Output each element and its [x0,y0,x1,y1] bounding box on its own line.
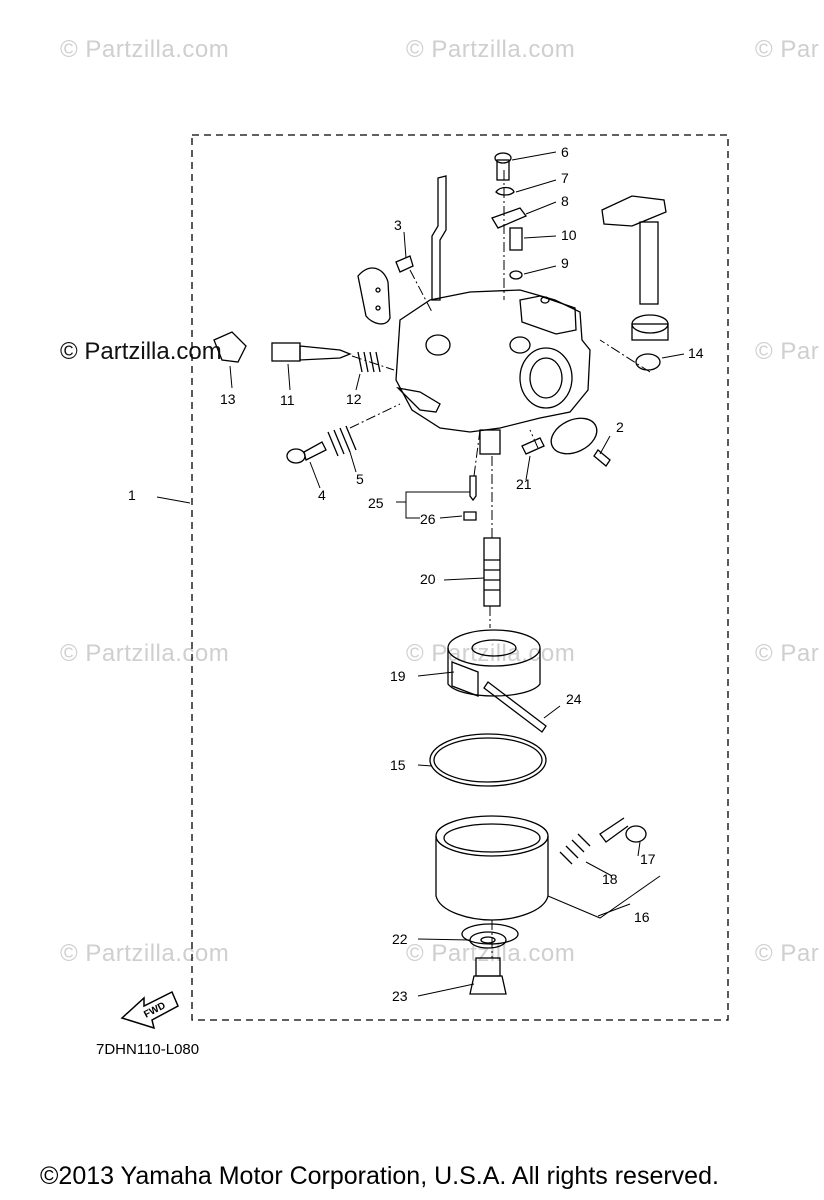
float-bowl-16 [435,815,549,857]
washer-7 [495,186,515,196]
cap-13 [213,331,247,363]
callout-7: 7 [561,170,569,186]
gasket-15 [429,733,547,787]
callout-21: 21 [516,476,532,492]
callout-20: 20 [420,571,436,587]
callout-5: 5 [356,471,364,487]
callout-14: 14 [688,345,704,361]
callout-24: 24 [566,691,582,707]
spring-12 [357,351,381,373]
callout-2: 2 [616,419,624,435]
choke-lever [431,175,447,301]
carburetor-body [395,289,591,433]
screw-17 [625,825,647,843]
watermark: © Partzilla.com [406,640,576,667]
fwd-label: FWD [142,1000,167,1020]
callout-22: 22 [392,931,408,947]
watermark: © Par [755,36,820,63]
copyright-notice: ©2013 Yamaha Motor Corporation, U.S.A. A… [40,1162,719,1190]
float-pin-24 [483,681,547,733]
clip-26 [463,511,477,521]
drain-plug-23 [475,957,501,977]
callout-16: 16 [634,909,650,925]
diagram-code: 7DHN110-L080 [96,1041,200,1058]
main-nozzle-20 [483,537,501,607]
watermark: © Par [755,640,820,667]
screw-3 [395,255,414,273]
float-19 [447,629,541,667]
body-nozzle [479,429,501,455]
spring-18 [559,833,591,865]
callout-9: 9 [561,255,569,271]
callout-19: 19 [390,668,406,684]
watermark: © Par [755,940,820,967]
screw-2 [593,449,611,467]
spring-5 [327,425,357,457]
throttle-shaft [639,221,659,305]
callout-8: 8 [561,193,569,209]
callout-13: 13 [220,391,236,407]
plate-8 [491,207,528,229]
needle-25 [469,475,477,502]
screw-6 [494,152,512,164]
assembly-boundary [191,134,729,1021]
callout-4: 4 [318,487,326,503]
callout-17: 17 [640,851,656,867]
callout-15: 15 [390,757,406,773]
screw-4 [286,448,306,464]
callout-6: 6 [561,144,569,160]
callout-26: 26 [420,511,436,527]
callout-10: 10 [561,227,577,243]
fwd-arrow-icon [120,990,179,1030]
o-ring-9 [509,270,523,280]
watermark: © Partzilla.com [406,36,576,63]
callout-11: 11 [280,392,295,408]
callout-12: 12 [346,391,362,407]
pilot-screw-11 [271,342,301,362]
watermark: © Partzilla.com [60,36,230,63]
callout-25: 25 [368,495,384,511]
jet-10 [509,227,523,251]
watermark: © Partzilla.com [60,640,230,667]
screw-21 [521,437,545,455]
callout-23: 23 [392,988,408,1004]
callout-3: 3 [394,217,402,233]
callout-1: 1 [128,487,136,503]
throttle-plate [550,417,598,455]
watermark: © Partzilla.com [60,940,230,967]
seal-14 [635,353,661,371]
callout-18: 18 [602,871,618,887]
watermark-dark: © Partzilla.com [60,338,222,365]
watermark: © Par [755,338,820,365]
washer-22 [469,931,507,949]
choke-plate [357,267,391,325]
throttle-lever [601,195,667,227]
